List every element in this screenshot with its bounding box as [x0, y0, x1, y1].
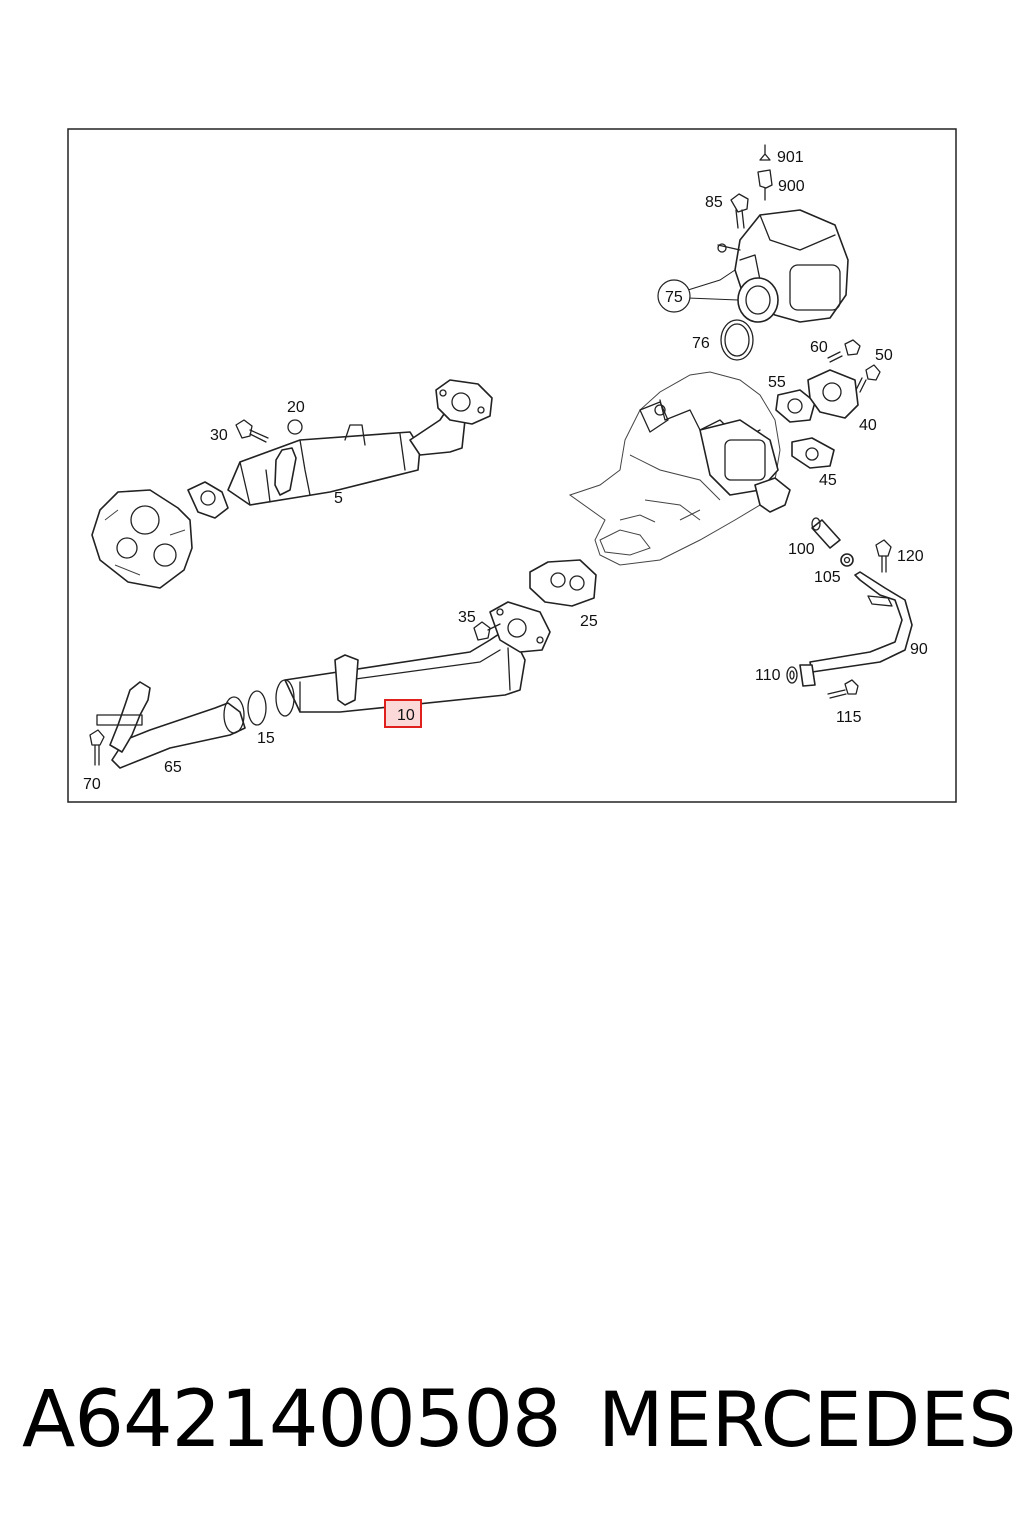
- gasket-part-25: [529, 559, 597, 607]
- bolt-part-35: [473, 621, 501, 641]
- callout-76: 76: [692, 335, 710, 352]
- egr-pipe-part-10: [275, 601, 551, 717]
- washer-part-110: [786, 666, 798, 684]
- callout-115: 115: [836, 709, 862, 726]
- callout-40: 40: [859, 417, 877, 434]
- parts-diagram: 5 10 15 20 25 30 35 40 45 50 55 60 65 70…: [67, 128, 957, 803]
- callout-10: 10: [397, 707, 415, 724]
- callout-65: 65: [164, 759, 182, 776]
- line-part-90: [809, 571, 913, 673]
- callout-110: 110: [755, 667, 781, 684]
- callout-55: 55: [768, 374, 786, 391]
- gasket-part-55: [775, 389, 816, 423]
- callout-901: 901: [777, 149, 804, 166]
- callout-75: 75: [665, 289, 683, 306]
- callout-900: 900: [778, 178, 805, 195]
- part-number: A6421400508: [22, 1375, 562, 1465]
- flange-part-40: [807, 369, 859, 419]
- engine-manifold: [568, 371, 791, 566]
- bolt-part-50: [855, 364, 881, 393]
- bolt-part-60: [827, 339, 861, 363]
- bolt-part-85: [730, 193, 749, 229]
- callout-70: 70: [83, 776, 101, 793]
- bolt-part-30: [235, 419, 269, 443]
- callout-90: 90: [910, 641, 928, 658]
- sleeve-part-100: [811, 517, 841, 549]
- connector-part-900: [757, 169, 773, 201]
- callout-50: 50: [875, 347, 893, 364]
- egr-valve-part-75: [717, 209, 849, 323]
- callout-circle-75: [657, 279, 691, 313]
- callout-15: 15: [257, 730, 275, 747]
- callout-20: 20: [287, 399, 305, 416]
- callout-120: 120: [897, 548, 924, 565]
- oring-part-15: [247, 690, 267, 726]
- callout-60: 60: [810, 339, 828, 356]
- bolt-part-115: [799, 664, 859, 699]
- callout-105: 105: [814, 569, 841, 586]
- bolt-part-120: [875, 539, 892, 573]
- callout-30: 30: [210, 427, 228, 444]
- egr-cooler-part-5: [91, 379, 493, 589]
- nut-part-105: [840, 553, 854, 567]
- gasket-part-45: [791, 437, 835, 469]
- sensor-part-901: [759, 144, 771, 161]
- brand-name: MERCEDES: [598, 1375, 1017, 1464]
- oring-part-76: [720, 319, 754, 361]
- oring-part-20: [287, 419, 303, 435]
- callout-85: 85: [705, 194, 723, 211]
- pipe-part-65: [96, 681, 246, 769]
- callout-35: 35: [458, 609, 476, 626]
- footer: A6421400508 MERCEDES: [0, 1370, 1024, 1470]
- callout-25: 25: [580, 613, 598, 630]
- callout-100: 100: [788, 541, 815, 558]
- callout-5: 5: [334, 490, 343, 507]
- callout-45: 45: [819, 472, 837, 489]
- oring-part-76-inner: [724, 323, 750, 357]
- highlight-box-part-10: [384, 699, 422, 728]
- diagram-frame: [67, 128, 957, 803]
- bolt-part-70: [89, 729, 105, 766]
